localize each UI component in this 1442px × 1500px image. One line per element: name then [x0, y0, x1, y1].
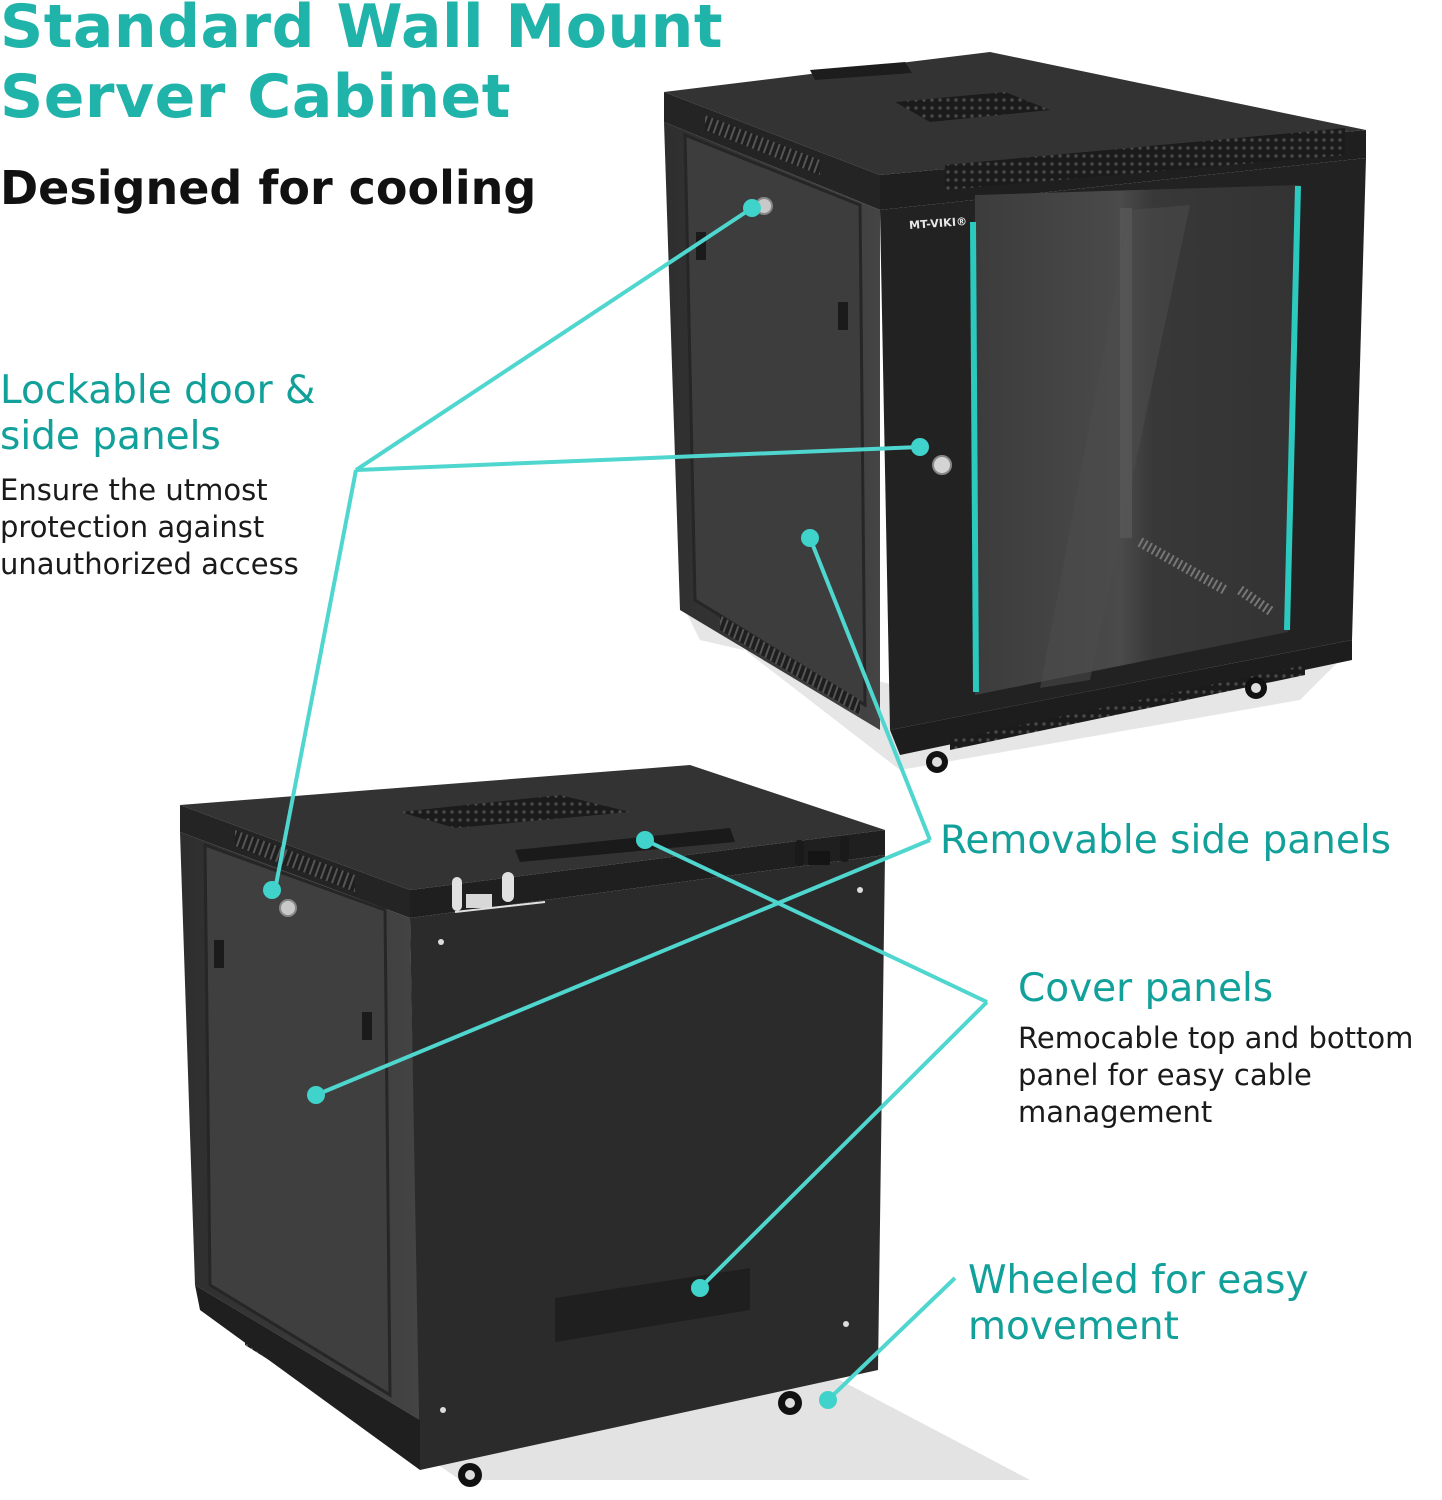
callout-dot [743, 199, 761, 217]
side-vent-bottom [720, 615, 860, 715]
side-handle [214, 940, 224, 968]
rear-panel [410, 855, 885, 1470]
leader-dots [263, 199, 929, 1409]
front-perforated-header [945, 128, 1345, 190]
feature-heading-lockable: Lockable door & side panels [0, 368, 316, 459]
leader-line-removable-bottom [315, 838, 931, 1097]
callout-dot [801, 529, 819, 547]
leader-lines [273, 206, 989, 1402]
top-lid [180, 765, 885, 890]
callout-dot [636, 831, 654, 849]
leader-line-lockable-front [355, 445, 921, 472]
base-plinth [195, 1285, 420, 1470]
top-cable-slot [810, 62, 912, 80]
feature-body-lockable: Ensure the utmost protection against una… [0, 473, 299, 581]
leader-line-lockable-side-top [354, 206, 754, 472]
door-gasket-right [1284, 185, 1301, 631]
callout-dot [691, 1279, 709, 1297]
screw [857, 887, 863, 893]
screw [438, 939, 444, 945]
side-handle [838, 302, 848, 330]
door-vent-stripe [1137, 537, 1228, 595]
side-lock-icon [279, 899, 297, 917]
side-vent-top [235, 830, 355, 892]
caster-wheel [926, 751, 948, 773]
side-vent-top [705, 115, 820, 175]
leader-line-cover-top [644, 838, 988, 1004]
side-panel-inset [203, 842, 392, 1398]
wall-mount-bracket [795, 836, 849, 866]
callout-dot [819, 1391, 837, 1409]
leader-line-wheeled [826, 1276, 957, 1402]
leader-line-removable-top [808, 537, 932, 841]
side-handle [362, 1012, 372, 1040]
base-perforation [950, 665, 1305, 750]
door-gasket-left [970, 221, 979, 693]
floor-shadow [680, 600, 1350, 770]
screw [843, 1321, 849, 1327]
caster-wheel [1245, 677, 1267, 699]
leader-line-lockable-side-bottom [273, 469, 358, 891]
side-handle [696, 232, 706, 260]
caster-wheel [778, 1391, 802, 1415]
page-subtitle: Designed for cooling [0, 161, 537, 215]
feature-body-cover: Remocable top and bottom panel for easy … [1018, 1021, 1414, 1129]
wall-mount-bracket [452, 872, 546, 913]
top-cable-slot [515, 828, 735, 862]
top-vent [895, 92, 1050, 122]
front-lock-icon [932, 455, 952, 475]
callout-dot [911, 438, 929, 456]
top-lid-front-edge [410, 830, 885, 918]
callout-dot [263, 881, 281, 899]
page-title: Standard Wall Mount Server Cabinet [0, 0, 724, 132]
feature-heading-removable: Removable side panels [940, 818, 1391, 863]
feature-heading-cover: Cover panels [1018, 966, 1274, 1011]
feature-heading-wheeled: Wheeled for easy movement [968, 1258, 1309, 1349]
top-vent [400, 795, 630, 828]
screw [440, 1407, 446, 1413]
leader-line-cover-bottom [698, 1000, 989, 1290]
door-vent-stripe [1237, 585, 1275, 617]
rack-rail [1120, 208, 1132, 538]
callout-dot [307, 1086, 325, 1104]
cabinet-rear-view [180, 765, 1030, 1487]
glass-reflection [1040, 205, 1190, 688]
cabinet-front-view [664, 52, 1366, 773]
base-plinth [890, 640, 1352, 755]
caster-wheel [458, 1463, 482, 1487]
